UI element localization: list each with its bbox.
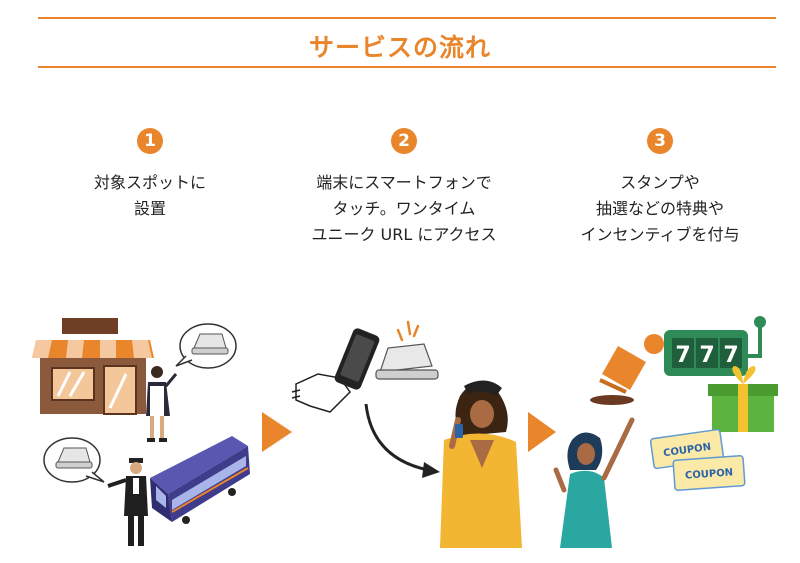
step-description-line: 端末にスマートフォンで	[316, 173, 492, 192]
slot-symbol: 7	[675, 343, 690, 368]
slot-symbol: 7	[699, 343, 714, 368]
woman-with-phone-illustration	[440, 380, 522, 548]
step-number-badge: 3	[647, 128, 673, 154]
nfc-device-icon	[191, 333, 229, 355]
step-description: 端末にスマートフォンで タッチ。ワンタイム ユニーク URL にアクセス	[274, 170, 534, 248]
stamp-icon	[590, 334, 664, 405]
step-2: 2 端末にスマートフォンで タッチ。ワンタイム ユニーク URL にアクセス	[274, 128, 534, 248]
step-description-line: ユニーク URL にアクセス	[311, 225, 497, 244]
step-3: 3 スタンプや 抽選などの特典や インセンティブを付与	[530, 128, 790, 248]
shop-illustration	[32, 318, 154, 415]
nfc-device-icon	[55, 447, 93, 469]
arrow-right-icon	[262, 412, 292, 452]
step-description-line: スタンプや	[620, 173, 700, 192]
nfc-device-icon	[375, 343, 439, 380]
curved-arrow-icon	[364, 403, 440, 478]
staff-woman-illustration	[146, 366, 178, 442]
flow-illustration: 7 7 7 COUPON COUPON	[32, 316, 778, 548]
page-title: サービスの流れ	[308, 33, 491, 62]
slot-symbol: 7	[723, 343, 738, 368]
step-number-badge: 1	[137, 128, 163, 154]
signal-lines	[396, 320, 420, 342]
slot-machine-icon: 7 7 7	[664, 316, 766, 376]
header-rule-bottom	[38, 66, 776, 68]
coupon-icon: COUPON	[672, 455, 746, 491]
step-description-line: インセンティブを付与	[580, 225, 740, 244]
step-description: スタンプや 抽選などの特典や インセンティブを付与	[530, 170, 790, 248]
coupon-label: COUPON	[685, 467, 734, 481]
step-description-line: 対象スポットに	[93, 173, 206, 192]
train-illustration	[150, 436, 250, 524]
step-1: 1 対象スポットに 設置	[20, 128, 280, 222]
step-description: 対象スポットに 設置	[20, 170, 280, 222]
step-description-line: 抽選などの特典や	[595, 199, 724, 218]
step-number-badge: 2	[391, 128, 417, 154]
gift-icon	[708, 366, 778, 432]
phone-hand-icon	[291, 328, 380, 413]
header-rule-top	[38, 17, 776, 19]
step-description-line: タッチ。ワンタイム	[332, 199, 476, 218]
arrow-right-icon	[528, 412, 556, 452]
conductor-illustration	[107, 458, 148, 546]
step-description-line: 設置	[133, 199, 166, 218]
woman-with-stamp-illustration	[553, 417, 635, 548]
